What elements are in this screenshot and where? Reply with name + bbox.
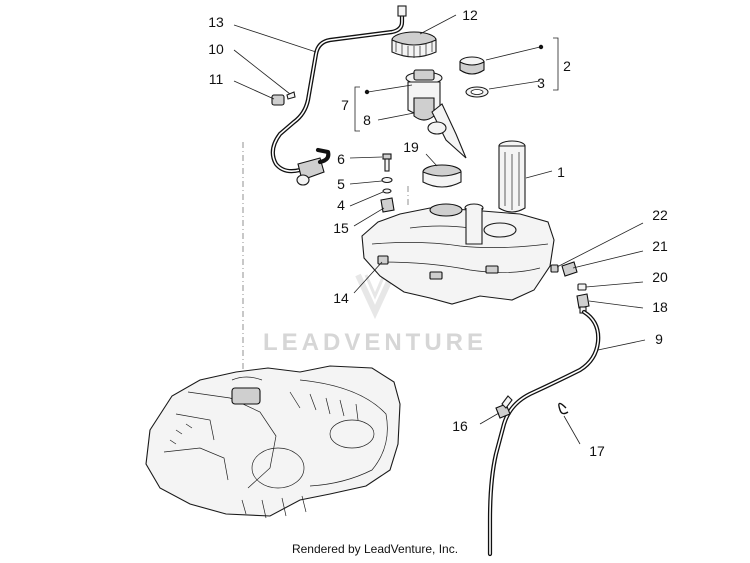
cap-gasket <box>465 86 489 98</box>
fuel-cap <box>459 56 485 75</box>
drain-hose <box>487 309 601 557</box>
watermark: LEADVENTURE <box>263 273 487 356</box>
leader-14 <box>353 261 383 294</box>
callout-8: 8 <box>363 112 371 128</box>
callout-22: 22 <box>652 207 668 223</box>
hose-clamp <box>495 395 513 419</box>
bracket-7 <box>354 86 360 132</box>
bullet-2 <box>538 44 544 50</box>
bracket-2 <box>553 37 559 91</box>
footer-credit: Rendered by LeadVenture, Inc. <box>291 542 459 556</box>
leader-20 <box>585 281 644 288</box>
leader-17 <box>563 415 581 445</box>
callout-17: 17 <box>589 443 605 459</box>
hose-clip <box>271 91 296 106</box>
bullet-7 <box>364 89 370 95</box>
clip-nut <box>380 197 395 213</box>
callout-21: 21 <box>652 238 668 254</box>
fuel-pump <box>405 69 467 159</box>
callout-13: 13 <box>208 14 224 30</box>
circlip <box>558 402 569 415</box>
callout-numbers: 13 10 11 12 2 3 7 8 19 1 6 5 4 15 14 22 … <box>208 7 668 459</box>
fitting-21 <box>561 261 578 277</box>
fuel-tank <box>361 203 555 305</box>
leader-1 <box>525 170 553 179</box>
check-valve <box>576 293 590 314</box>
fitting-22 <box>550 264 559 273</box>
leader-2a <box>485 46 541 61</box>
callout-16: 16 <box>452 418 468 434</box>
bushing <box>382 188 392 194</box>
washer <box>381 176 393 184</box>
callout-10: 10 <box>208 41 224 57</box>
pump-seal <box>422 164 462 188</box>
callout-1: 1 <box>557 164 565 180</box>
watermark-text: LEADVENTURE <box>263 329 487 356</box>
callout-14: 14 <box>333 290 349 306</box>
callout-5: 5 <box>337 176 345 192</box>
callout-2: 2 <box>563 58 571 74</box>
callout-12: 12 <box>462 7 478 23</box>
callout-7: 7 <box>341 97 349 113</box>
callout-19: 19 <box>403 139 419 155</box>
fitting-20 <box>577 283 587 291</box>
leader-15 <box>353 207 385 227</box>
filler-ring <box>391 31 437 58</box>
leader-7 <box>367 84 413 93</box>
vent-hose <box>270 5 407 186</box>
callout-20: 20 <box>652 269 668 285</box>
leader-13 <box>233 24 317 53</box>
leader-10 <box>233 49 291 95</box>
leader-19 <box>425 153 438 167</box>
watermark-logo <box>355 273 395 320</box>
leader-12 <box>419 14 457 35</box>
leader-lines <box>233 14 646 445</box>
callout-6: 6 <box>337 151 345 167</box>
leader-4 <box>349 191 384 207</box>
leader-5 <box>349 180 383 185</box>
engine <box>145 365 401 519</box>
leader-11 <box>233 80 275 100</box>
leader-16 <box>479 412 500 425</box>
leader-22 <box>556 222 644 268</box>
leader-3 <box>488 80 541 90</box>
fuel-level-sensor <box>498 140 526 213</box>
leader-21 <box>572 250 644 269</box>
callout-15: 15 <box>333 220 349 236</box>
leader-9 <box>597 339 646 351</box>
callout-18: 18 <box>652 299 668 315</box>
callout-3: 3 <box>537 75 545 91</box>
leader-8 <box>377 112 415 121</box>
callout-4: 4 <box>337 197 345 213</box>
callout-9: 9 <box>655 331 663 347</box>
leader-18 <box>588 300 644 309</box>
mounting-bolt <box>382 153 392 172</box>
callout-11: 11 <box>209 71 224 87</box>
leader-6 <box>349 156 383 159</box>
